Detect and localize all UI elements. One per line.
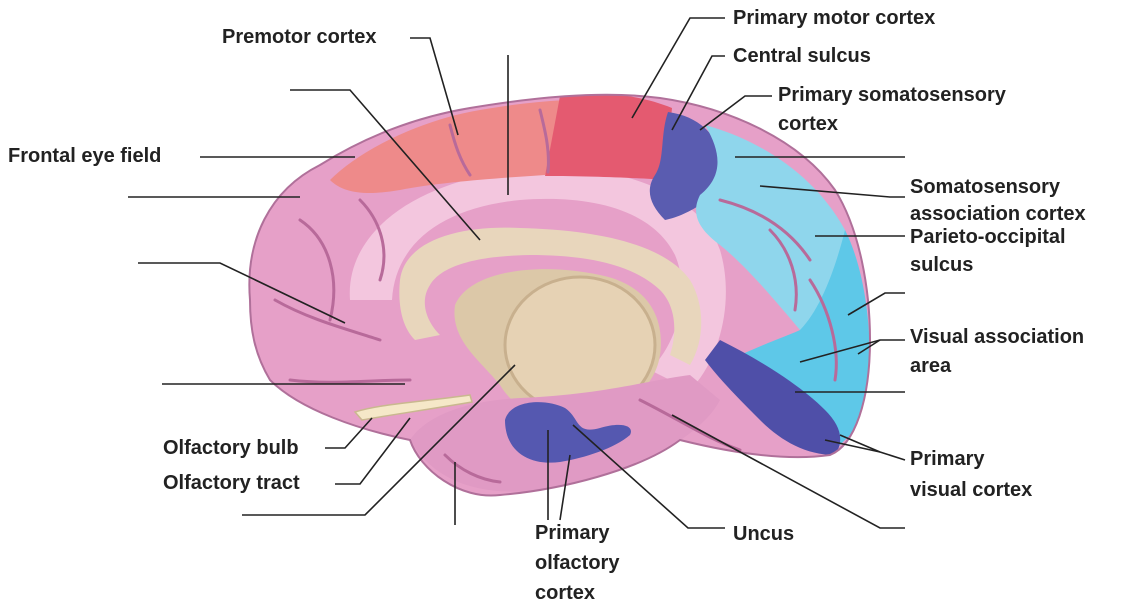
label-primary-visual-cortex-line2: visual cortex [910, 477, 1032, 504]
label-parieto-occipital-sulcus-line2: sulcus [910, 252, 973, 279]
label-primary-olfactory-cortex-line2: olfactory [535, 550, 619, 577]
label-olfactory-bulb: Olfactory bulb [163, 435, 299, 462]
label-primary-somatosensory-cortex-line1: Primary somatosensory [778, 82, 1006, 109]
label-uncus: Uncus [733, 521, 794, 548]
label-premotor-cortex: Premotor cortex [222, 24, 377, 51]
label-somatosensory-association-cortex-line1: Somatosensory [910, 174, 1060, 201]
label-olfactory-tract: Olfactory tract [163, 470, 300, 497]
label-primary-somatosensory-cortex-line2: cortex [778, 111, 838, 138]
label-primary-visual-cortex-line1: Primary [910, 446, 985, 473]
label-frontal-eye-field: Frontal eye field [8, 143, 161, 170]
label-primary-motor-cortex: Primary motor cortex [733, 5, 935, 32]
label-parieto-occipital-sulcus-line1: Parieto-occipital [910, 224, 1066, 251]
primary-motor-region [545, 93, 672, 180]
label-primary-olfactory-cortex-line1: Primary [535, 520, 610, 547]
brain-medial-surface [240, 80, 880, 510]
label-primary-olfactory-cortex-line3: cortex [535, 580, 595, 607]
label-central-sulcus: Central sulcus [733, 43, 871, 70]
label-visual-association-area-line1: Visual association [910, 324, 1084, 351]
label-visual-association-area-line2: area [910, 353, 951, 380]
